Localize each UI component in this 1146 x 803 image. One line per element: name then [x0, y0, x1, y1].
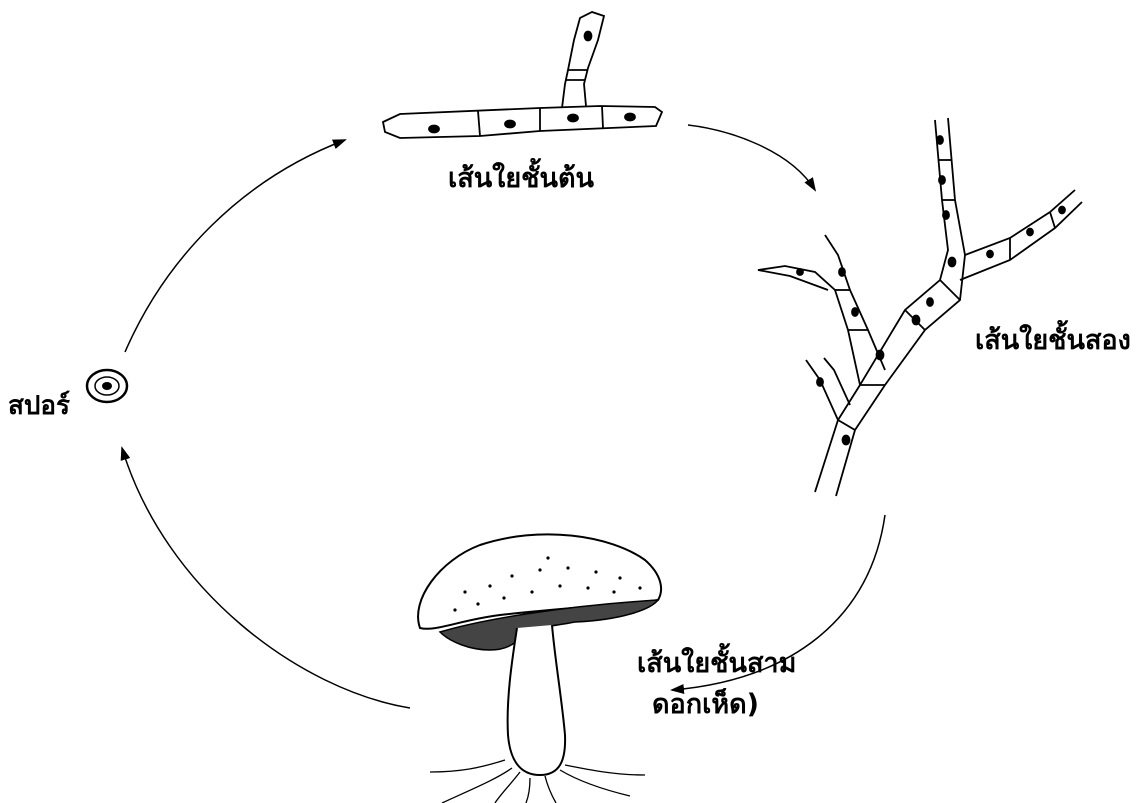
secondary-mycelium-drawing: [758, 118, 1082, 496]
primary-mycelium-label: เส้นใยชั้นต้น: [448, 164, 594, 194]
arrow-spore-to-primary: [125, 140, 345, 352]
arrow-tertiary-to-spore: [122, 448, 410, 708]
tertiary-mycelium-label: เส้นใยชั้นสาม: [637, 649, 796, 679]
spore-drawing: [87, 370, 127, 402]
primary-mycelium-drawing: [383, 12, 662, 138]
tertiary-mycelium-sublabel: ดอกเห็ด): [652, 690, 759, 720]
arrow-primary-to-secondary: [688, 125, 815, 190]
mushroom-drawing: [418, 534, 661, 803]
secondary-mycelium-label: เส้นใยชั้นสอง: [975, 326, 1131, 356]
spore-label: สปอร์: [8, 392, 70, 421]
